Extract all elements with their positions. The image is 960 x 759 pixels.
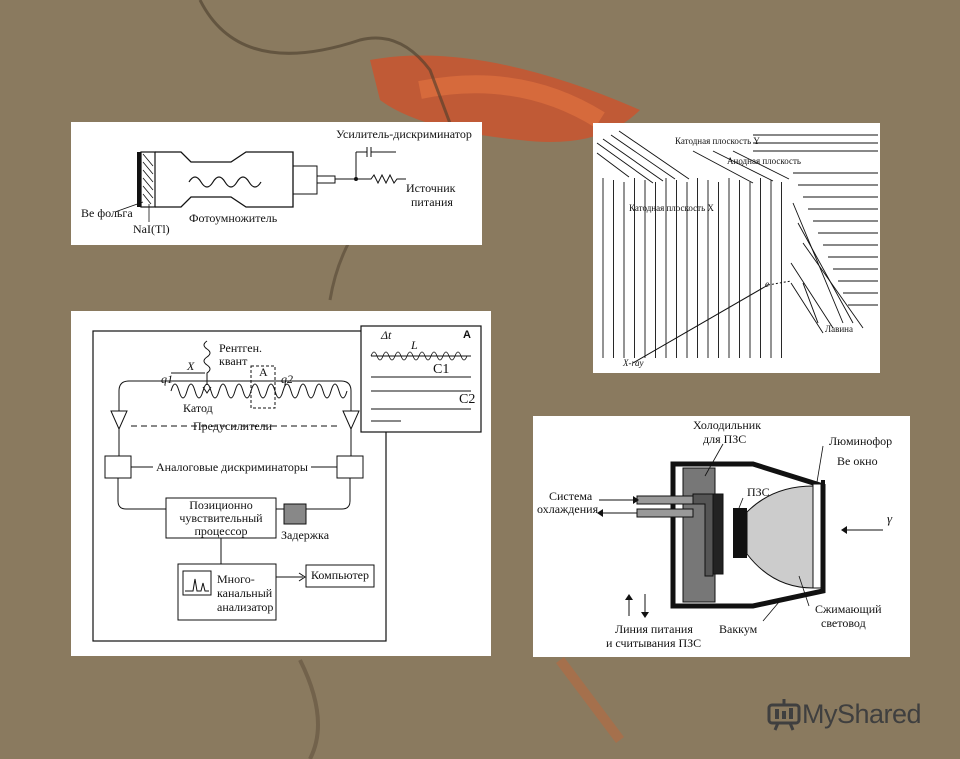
taper-label-2: световод [821, 616, 866, 630]
scintillation-detector-drawing [114, 147, 406, 222]
psd-drawing [92, 325, 482, 642]
c1-label: C1 [433, 362, 450, 377]
ccd-drawing [597, 443, 883, 622]
q2-label: q2 [281, 372, 293, 386]
psd-diagram-panel: Рентген. квант X q1 q2 A Катод Предусили… [71, 311, 491, 656]
crystal-label: NaI(Tl) [133, 222, 170, 236]
xray-quantum-label-1: Рентген. [219, 341, 263, 355]
be-window-label: Be окно [837, 454, 878, 468]
vacuum-label: Ваккум [719, 622, 758, 636]
anode-plane-label: Анодная плоскость [727, 156, 802, 166]
cooling-label-1: Система [549, 489, 593, 503]
processor-label-2: чувствительный [179, 511, 263, 525]
c2-label: C2 [459, 392, 476, 407]
xray-quantum-label-2: квант [219, 354, 248, 368]
projector-icon [767, 699, 801, 731]
preamps-label: Предусилители [193, 419, 273, 433]
dt-label: Δt [381, 328, 392, 342]
x-label: X [187, 359, 195, 373]
mwpc-panel: Катодная плоскость Y Анодная плоскость К… [593, 123, 880, 373]
logo-text: MyShared [802, 698, 922, 729]
be-foil-label: Be фольга [81, 206, 133, 220]
cooler-label-2: для ПЗС [703, 432, 747, 446]
phosphor-label: Люминофор [829, 434, 893, 448]
mca-label-1: Много- [217, 572, 255, 586]
electron-label: e [765, 279, 769, 289]
power-supply-label-2: питания [411, 195, 453, 209]
q1-label: q1 [161, 372, 173, 386]
ccd-label: ПЗС [747, 485, 770, 499]
a-label: A [259, 365, 268, 379]
cathode-label: Катод [183, 401, 213, 415]
cooler-label-1: Холодильник [693, 418, 762, 432]
scintillation-detector-panel: Усилитель-дискриминатор Be фольга NaI(Tl… [71, 122, 482, 245]
delay-label: Задержка [281, 528, 330, 542]
power-line-label-2: и считывания ПЗС [606, 636, 702, 650]
power-supply-label-1: Источник [406, 181, 456, 195]
power-line-label-1: Линия питания [615, 622, 693, 636]
taper-label-1: Сжимающий [815, 602, 882, 616]
cooling-label-2: охлаждения [537, 502, 599, 516]
myshared-logo: MyShared [766, 694, 922, 734]
mca-label-2: канальный [217, 586, 273, 600]
gamma-label: γ [887, 511, 893, 526]
ccd-detector-panel: Холодильник для ПЗС Люминофор Be окно Си… [533, 416, 910, 657]
computer-label: Компьютер [310, 568, 370, 582]
l-label: L [411, 338, 418, 352]
pmt-label: Фотоумножитель [189, 211, 278, 225]
xray-label: X-ray [623, 358, 644, 368]
processor-label-3: процессор [194, 524, 248, 538]
cathode-x-label: Катодная плоскость X [629, 203, 714, 213]
mwpc-drawing [596, 130, 878, 364]
discriminators-label: Аналоговые дискриминаторы [156, 460, 308, 474]
avalanche-label: Лавина [825, 324, 853, 334]
cathode-y-label: Катодная плоскость Y [675, 136, 760, 146]
inset-a-label: A [463, 329, 471, 341]
processor-label-1: Позиционно [189, 498, 253, 512]
amplifier-label: Усилитель-дискриминатор [336, 127, 472, 141]
mca-label-3: анализатор [217, 600, 274, 614]
